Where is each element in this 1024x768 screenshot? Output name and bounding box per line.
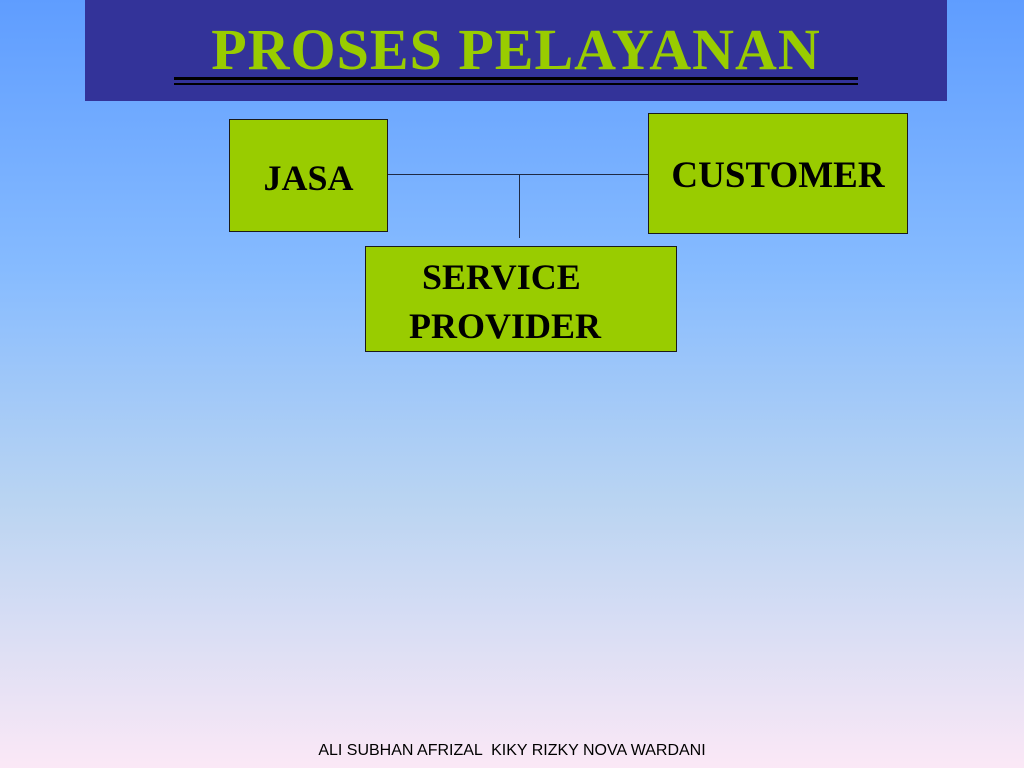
node-service-provider-label-line1: SERVICE [422, 257, 581, 297]
title-underline-thin [174, 83, 858, 85]
page-title: PROSES PELAYANAN [211, 17, 821, 82]
connector-horizontal [388, 174, 648, 175]
title-underline-thick [174, 77, 858, 80]
footer-authors: ALI SUBHAN AFRIZAL KIKY RIZKY NOVA WARDA… [318, 742, 706, 759]
node-service-provider: SERVICE PROVIDER [365, 246, 677, 352]
title-banner: PROSES PELAYANAN [85, 0, 947, 101]
node-jasa: JASA [229, 119, 388, 232]
connector-vertical [519, 174, 520, 238]
node-jasa-label: JASA [263, 158, 354, 198]
node-customer-label: CUSTOMER [671, 155, 885, 196]
node-service-provider-label-line2: PROVIDER [409, 306, 602, 346]
node-customer: CUSTOMER [648, 113, 908, 234]
